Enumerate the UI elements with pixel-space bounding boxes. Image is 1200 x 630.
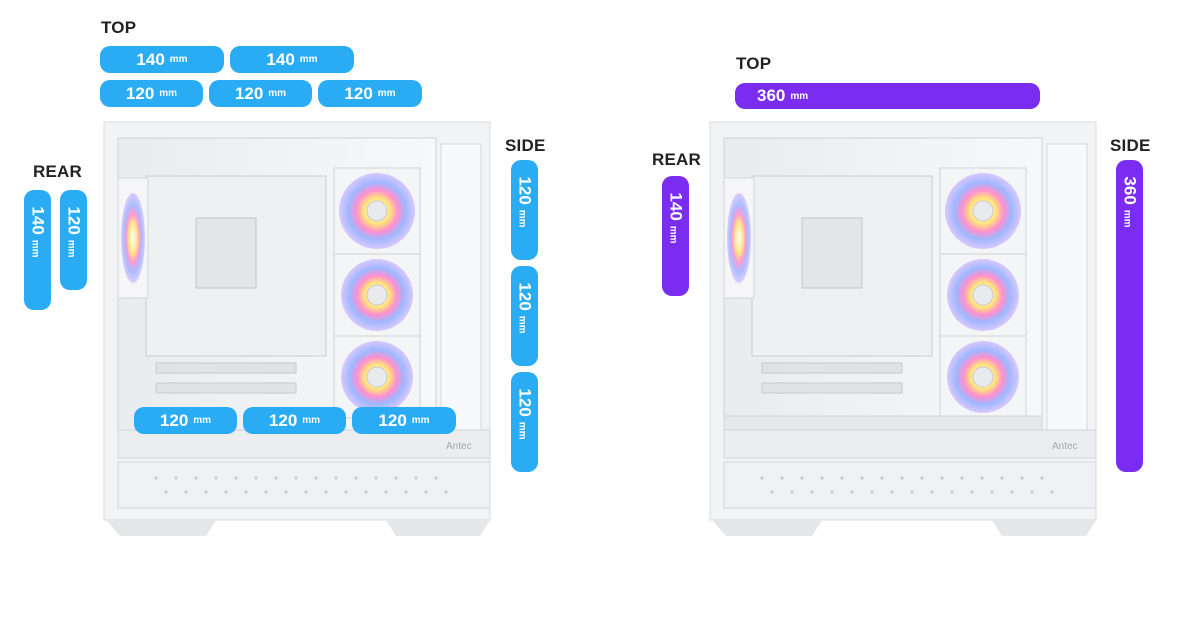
pill-value: 120 [378,410,407,430]
left-side-120-pill-2: 120 mm [511,266,538,366]
right-rear-140-pill: 140 mm [662,176,689,296]
left-top-120-pill-3: 120 mm [318,80,422,107]
pill-value: 360 [757,86,786,105]
left-top-140-pill-1: 140 mm [100,46,224,73]
pill-unit: mm [268,88,287,99]
pill-unit: mm [29,239,41,258]
rgb-fan-icon [333,167,421,419]
pill-value: 120 [268,410,298,430]
pill-value: 120 [515,176,535,205]
pill-unit: mm [516,421,528,440]
pill-value: 120 [515,388,535,417]
pc-case-left: Antec [103,121,491,536]
left-bottom-120-pill-2: 120 mm [243,407,346,434]
pill-value: 120 [344,83,373,103]
pill-unit: mm [667,225,679,244]
right-side-360-pill: 360 mm [1116,160,1143,472]
left-side-120-pill-1: 120 mm [511,160,538,260]
right-side-heading: SIDE [1110,136,1151,155]
pill-value: 120 [64,206,84,235]
left-top-140-pill-2: 140 mm [230,46,354,73]
pill-value: 120 [234,83,264,103]
left-side-heading: SIDE [505,136,546,155]
pill-value: 140 [666,192,686,221]
pill-unit: mm [65,239,77,258]
left-bottom-120-pill-1: 120 mm [134,407,237,434]
left-rear-heading: REAR [33,162,82,181]
left-rear-120-pill: 120 mm [60,190,87,290]
right-rear-heading: REAR [652,150,701,169]
brand-logo: Antec [446,441,472,452]
left-top-120-pill-2: 120 mm [209,80,312,107]
pill-value: 120 [515,282,535,311]
rgb-fan-icon [939,167,1027,419]
pill-unit: mm [790,90,809,102]
pill-value: 120 [159,410,189,430]
left-top-120-pill-1: 120 mm [100,80,203,107]
pill-unit: mm [516,209,528,228]
pill-value: 140 [28,206,48,235]
left-bottom-120-pill-3: 120 mm [352,407,456,434]
pill-unit: mm [1121,209,1133,228]
left-rear-140-pill: 140 mm [24,190,51,310]
pill-unit: mm [377,88,396,99]
pill-unit: mm [302,415,321,426]
left-top-heading: TOP [101,18,137,37]
pill-value: 140 [136,49,165,69]
pc-case-right: Antec [709,121,1097,536]
pill-unit: mm [169,54,188,65]
pill-value: 140 [266,49,295,69]
pill-unit: mm [159,88,178,99]
pill-unit: mm [516,315,528,334]
brand-logo: Antec [1052,441,1078,452]
pill-unit: mm [299,54,318,65]
right-top-heading: TOP [736,54,772,73]
right-top-360-pill: 360 mm [735,83,1040,109]
pill-unit: mm [193,415,212,426]
left-side-120-pill-3: 120 mm [511,372,538,472]
pill-value: 120 [125,83,155,103]
pill-unit: mm [411,415,430,426]
pill-value: 360 [1120,176,1140,205]
